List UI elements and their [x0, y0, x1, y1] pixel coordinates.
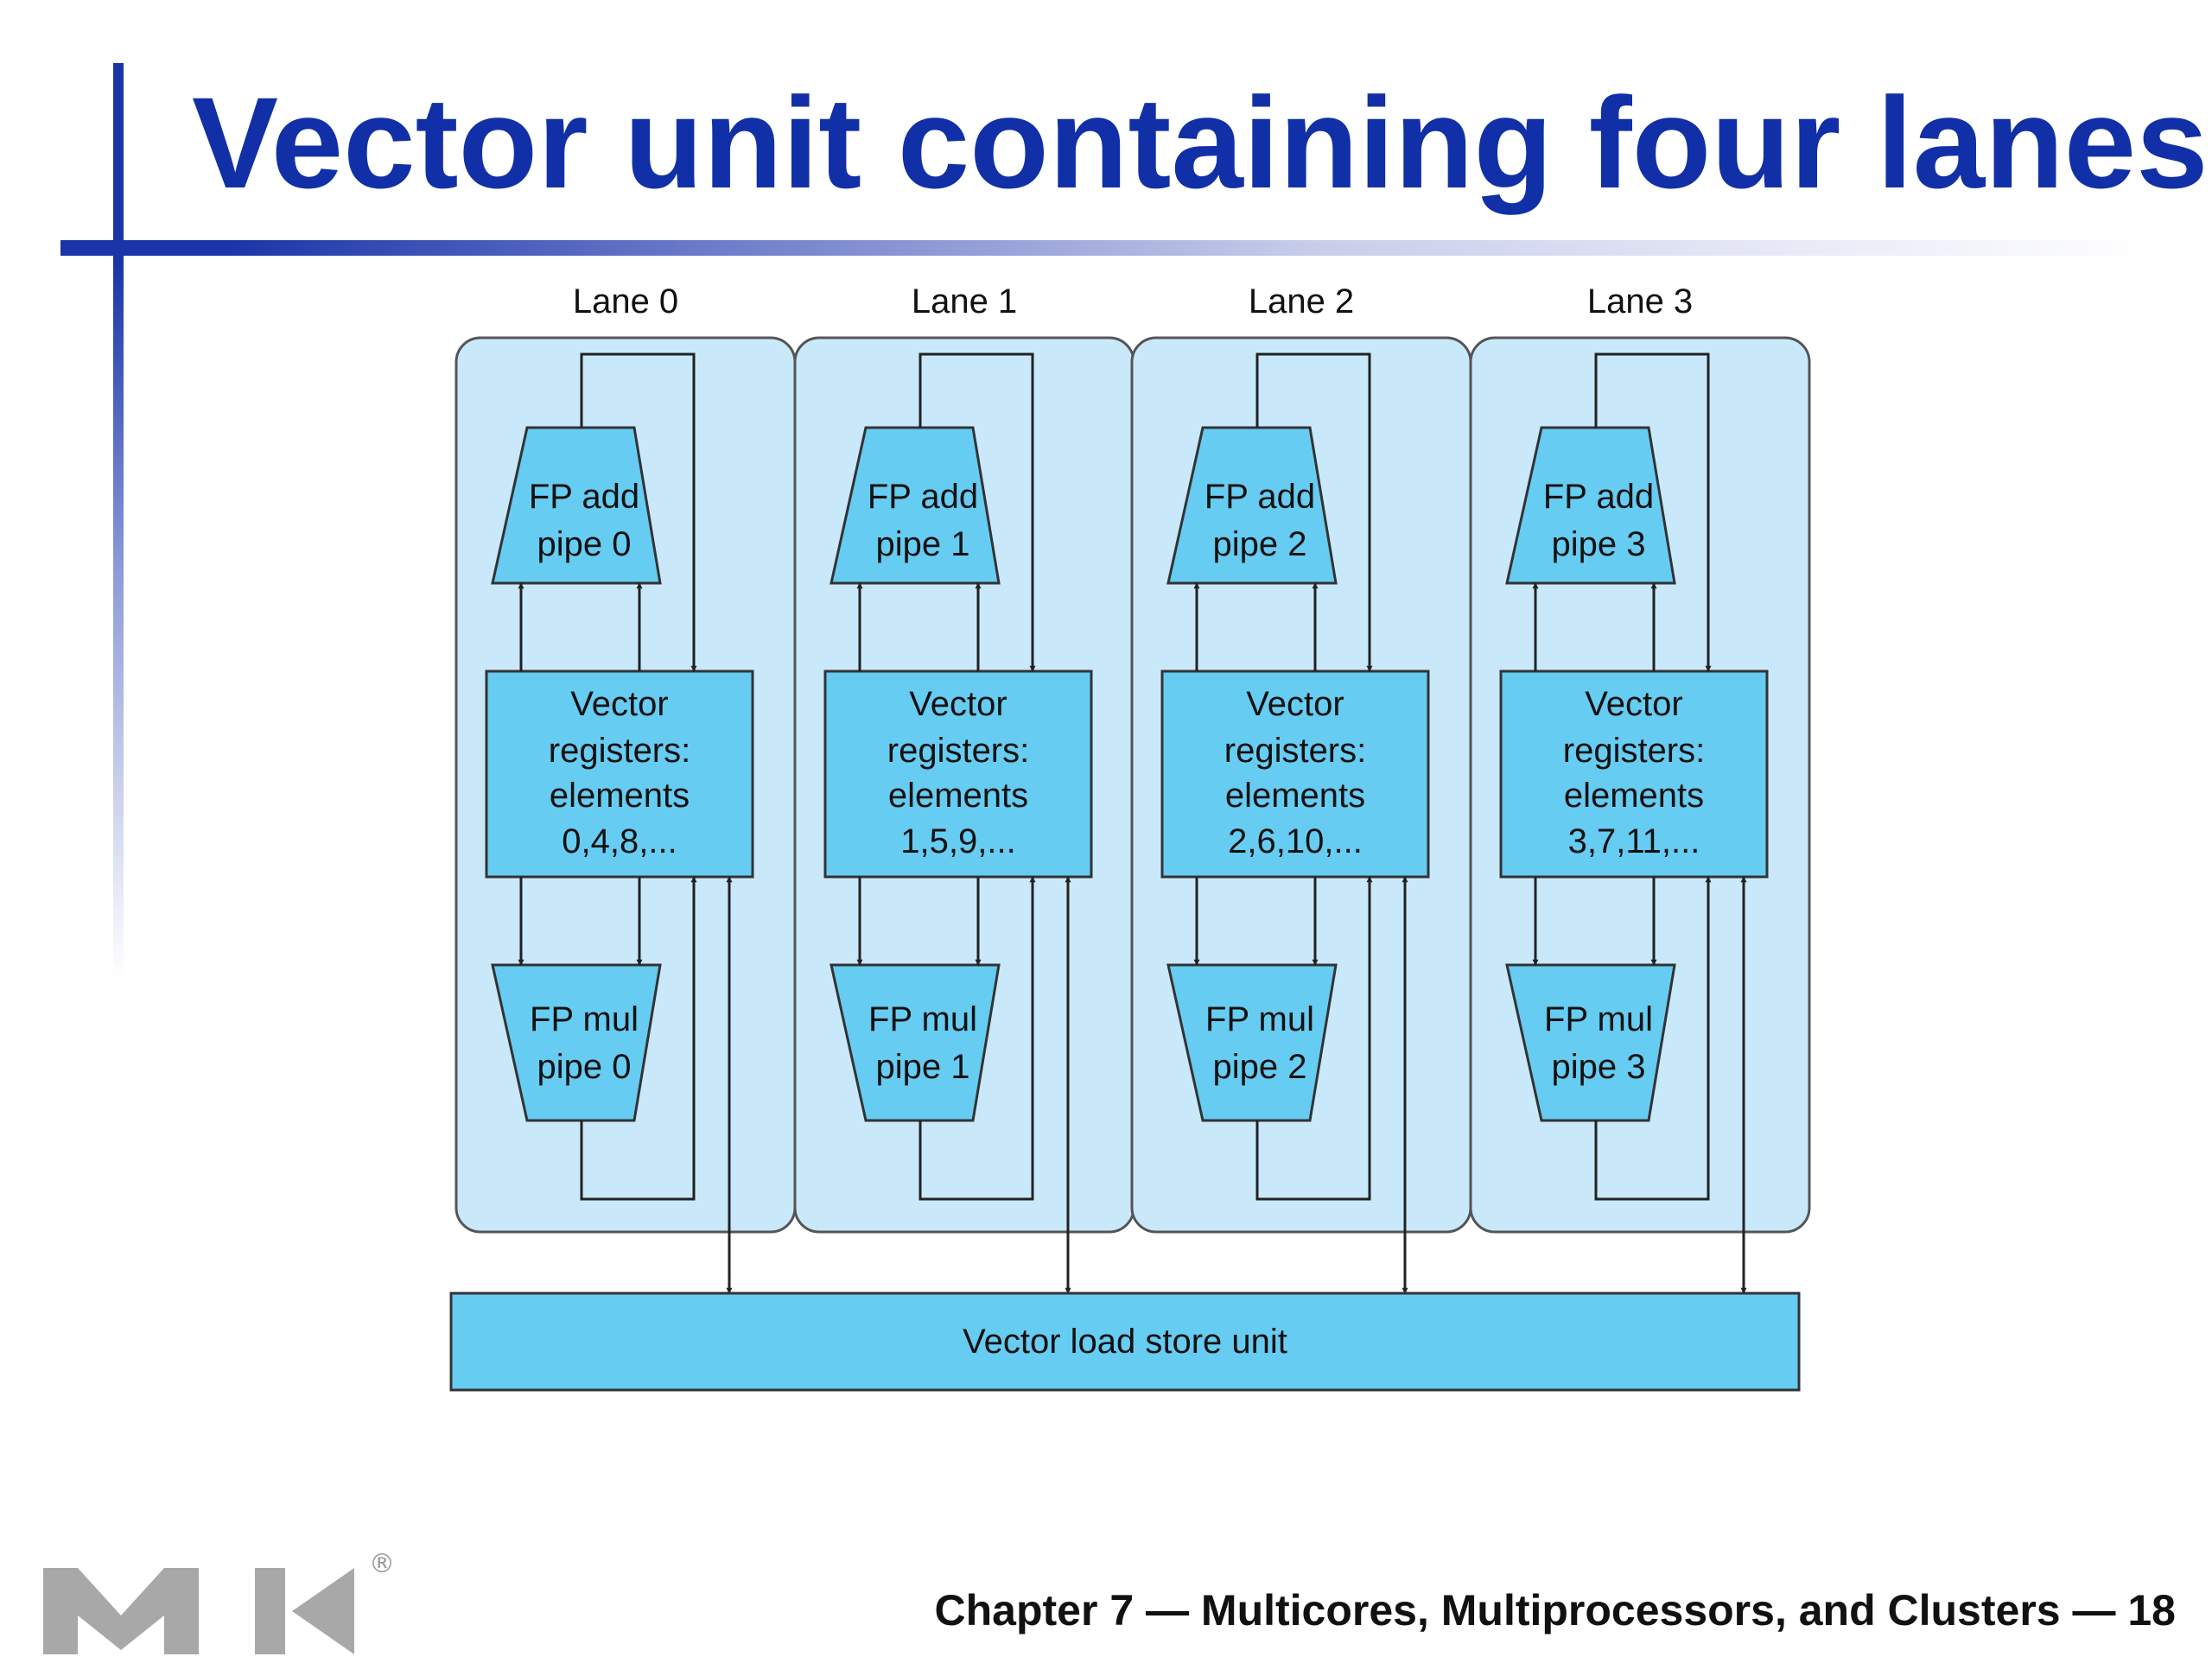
fp-add-pipe: [1505, 426, 1676, 585]
fp-mul-label: FP mul: [530, 1000, 639, 1038]
lane-3: Lane 3 FP add pipe 3 Vector registers: elemen…: [1469, 282, 1811, 1294]
registers-label: registers:: [1224, 732, 1367, 770]
registers-label: Vector: [1246, 685, 1344, 723]
fp-add-label: FP add: [1543, 478, 1654, 516]
slide-title: Vector unit containing four lanes: [192, 70, 2209, 215]
lane-label: Lane 1: [912, 282, 1017, 321]
registers-label: registers:: [1563, 732, 1706, 770]
fp-add-pipe: [491, 426, 662, 585]
accent-bar-horizontal: [60, 240, 2152, 256]
fp-mul-label: pipe 0: [537, 1048, 632, 1086]
arrow-mul-to-reg: [918, 876, 1036, 1201]
lane-label: Lane 2: [1249, 282, 1354, 321]
fp-mul-label: FP mul: [868, 1000, 977, 1038]
registers-label: 2,6,10,...: [1228, 822, 1363, 860]
fp-mul-pipe: [830, 963, 1001, 1122]
arrow-add-to-reg: [1255, 352, 1373, 672]
fp-mul-label: FP mul: [1544, 1000, 1653, 1038]
vector-registers-block: [485, 670, 754, 879]
registers-label: 1,5,9,...: [900, 822, 1015, 860]
fp-mul-label: pipe 3: [1552, 1048, 1646, 1086]
fp-mul-label: pipe 2: [1213, 1048, 1307, 1086]
registers-label: elements: [1564, 777, 1704, 815]
accent-bar-vertical: [113, 63, 124, 979]
vector-registers-block: [1499, 670, 1769, 879]
fp-add-label: pipe 0: [537, 525, 632, 563]
vector-registers-block: [823, 670, 1093, 879]
load-store-unit: Vector load store unit: [449, 1292, 1801, 1392]
lane-1: Lane 1 FP add pipe 1 Vector registers: elemen…: [793, 282, 1135, 1294]
arrow-mul-to-reg: [1594, 876, 1712, 1201]
arrow-add-to-reg: [580, 352, 697, 672]
arrow-mul-to-reg: [580, 876, 697, 1201]
fp-add-label: pipe 2: [1213, 525, 1307, 563]
vector-registers-block: [1160, 670, 1430, 879]
mk-logo: ®: [43, 1549, 395, 1654]
fp-mul-pipe: [491, 963, 662, 1122]
registers-label: elements: [888, 777, 1028, 815]
registers-label: Vector: [909, 685, 1007, 723]
arrow-mul-to-reg: [1255, 876, 1373, 1201]
fp-add-label: pipe 1: [876, 525, 970, 563]
fp-add-pipe: [830, 426, 1001, 585]
fp-add-label: FP add: [868, 478, 978, 516]
arrow-add-to-reg: [918, 352, 1036, 672]
registers-label: registers:: [887, 732, 1030, 770]
lane-0: Lane 0 FP add pipe 0 Vector registers: elemen…: [454, 282, 797, 1294]
load-store-label: Vector load store unit: [963, 1323, 1287, 1361]
fp-add-label: FP add: [529, 478, 639, 516]
slide-footer: Chapter 7 — Multicores, Multiprocessors,…: [934, 1586, 2176, 1634]
fp-add-label: pipe 3: [1552, 525, 1646, 563]
registers-label: 3,7,11,...: [1568, 822, 1700, 860]
registers-label: elements: [1225, 777, 1365, 815]
registers-label: 0,4,8,...: [562, 822, 677, 860]
fp-add-pipe: [1166, 426, 1338, 585]
fp-mul-pipe: [1505, 963, 1676, 1122]
arrow-add-to-reg: [1594, 352, 1712, 672]
fp-mul-label: pipe 1: [876, 1048, 970, 1086]
fp-mul-pipe: [1166, 963, 1338, 1122]
lane-2: Lane 2 FP add pipe 2 Vector registers: elemen…: [1130, 282, 1472, 1294]
fp-mul-label: FP mul: [1205, 1000, 1314, 1038]
lane-label: Lane 0: [573, 282, 678, 321]
fp-add-label: FP add: [1205, 478, 1315, 516]
registers-label: registers:: [549, 732, 691, 770]
lane-label: Lane 3: [1587, 282, 1693, 321]
trademark-mark: ®: [369, 1549, 395, 1579]
registers-label: Vector: [1585, 685, 1682, 723]
registers-label: Vector: [570, 685, 668, 723]
registers-label: elements: [550, 777, 690, 815]
